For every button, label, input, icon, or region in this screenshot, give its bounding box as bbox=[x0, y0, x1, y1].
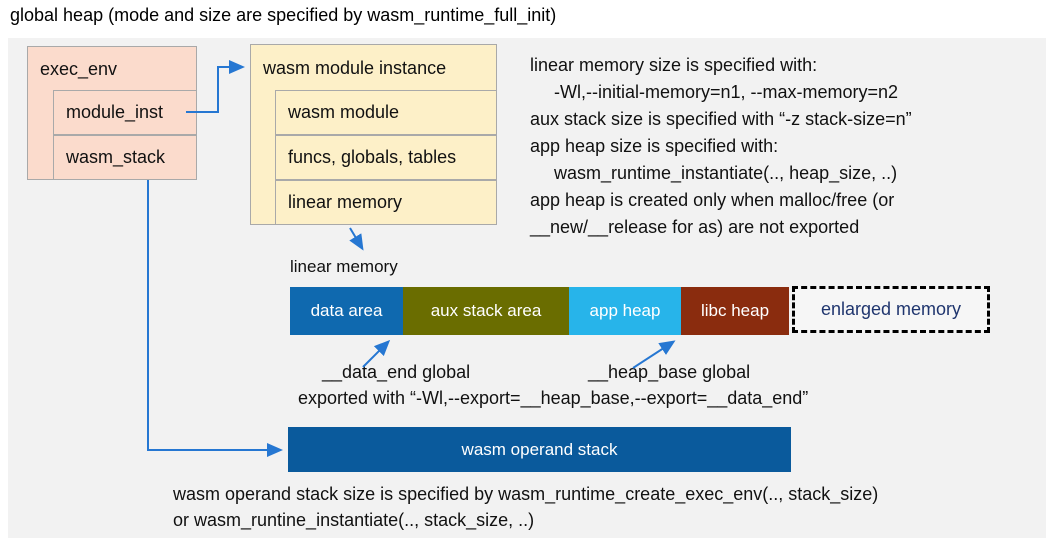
diagram-title: global heap (mode and size are specified… bbox=[10, 5, 557, 25]
module-instance-header: wasm module instance bbox=[263, 57, 447, 78]
operand-stack-note: wasm operand stack size is specified by … bbox=[173, 481, 878, 533]
label-heap-base-global: __heap_base global bbox=[588, 362, 751, 382]
notes-right: linear memory size is specified with: -W… bbox=[530, 52, 912, 241]
row-funcs-globals-tables-label: funcs, globals, tables bbox=[288, 147, 457, 167]
note-line: aux stack size is specified with “-z sta… bbox=[530, 109, 912, 129]
row-wasm-stack-label: wasm_stack bbox=[66, 147, 166, 167]
note-line: __new/__release for as) are not exported bbox=[530, 217, 860, 237]
segment-app-heap: app heap bbox=[569, 287, 681, 335]
row-linear-memory: linear memory bbox=[275, 180, 497, 225]
wasm-operand-stack-bar: wasm operand stack bbox=[288, 427, 791, 472]
note-line: app heap is created only when malloc/fre… bbox=[530, 190, 895, 210]
linear-memory-label: linear memory bbox=[290, 257, 398, 276]
operand-stack-note-line2: or wasm_runtine_instantiate(.., stack_si… bbox=[173, 510, 535, 530]
row-module-inst: module_inst bbox=[53, 90, 197, 135]
segment-libc-heap: libc heap bbox=[681, 287, 789, 335]
note-line: app heap size is specified with: bbox=[530, 136, 779, 156]
exec-env-header: exec_env bbox=[40, 58, 118, 79]
segment-data-area: data area bbox=[290, 287, 403, 335]
note-line: -Wl,--initial-memory=n1, --max-memory=n2 bbox=[554, 82, 899, 102]
segment-aux-stack-area: aux stack area bbox=[403, 287, 569, 335]
row-wasm-module: wasm module bbox=[275, 90, 497, 135]
row-wasm-module-label: wasm module bbox=[288, 102, 400, 122]
row-linear-memory-label: linear memory bbox=[288, 192, 403, 212]
enlarged-memory-box: enlarged memory bbox=[792, 286, 990, 333]
note-line: linear memory size is specified with: bbox=[530, 55, 818, 75]
row-wasm-stack: wasm_stack bbox=[53, 135, 197, 180]
operand-stack-note-line1: wasm operand stack size is specified by … bbox=[173, 484, 879, 504]
label-data-end-global: __data_end global bbox=[322, 362, 471, 382]
note-line: wasm_runtime_instantiate(.., heap_size, … bbox=[554, 163, 898, 183]
label-exported-with: exported with “-Wl,--export=__heap_base,… bbox=[298, 388, 809, 408]
row-module-inst-label: module_inst bbox=[66, 102, 164, 122]
row-funcs-globals-tables: funcs, globals, tables bbox=[275, 135, 497, 180]
